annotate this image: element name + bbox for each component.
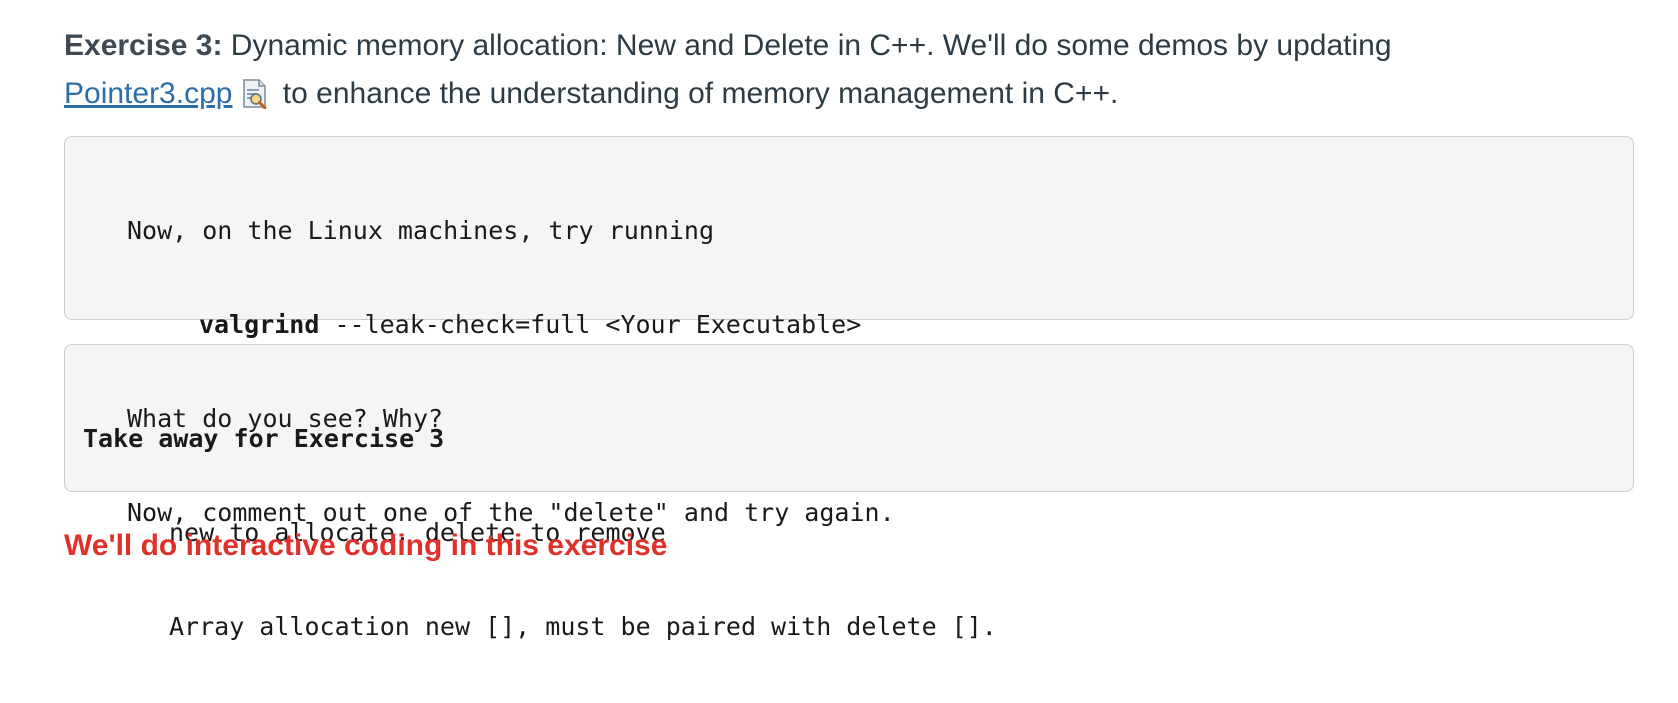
interactive-coding-note: We'll do interactive coding in this exer… (64, 529, 668, 562)
valgrind-args: --leak-check=full <Your Executable> (319, 310, 862, 339)
exercise-section: Exercise 3: Dynamic memory allocation: N… (64, 22, 1634, 641)
code-line-2: valgrind --leak-check=full <Your Executa… (127, 307, 1633, 343)
takeaway-line-2: Array allocation new [], must be paired … (169, 612, 997, 641)
exercise-description: Dynamic memory allocation: New and Delet… (222, 29, 1392, 62)
valgrind-instructions-block: Now, on the Linux machines, try running … (64, 136, 1634, 527)
document-preview-icon[interactable] (242, 76, 268, 110)
exercise-label: Exercise 3: (64, 29, 223, 62)
code-line-1: Now, on the Linux machines, try running (127, 216, 714, 245)
exercise-intro: Exercise 3: Dynamic memory allocation: N… (64, 22, 1634, 118)
valgrind-command: valgrind (199, 310, 320, 339)
pointer3-file-link[interactable]: Pointer3.cpp (64, 77, 233, 110)
code-line-4: Now, comment out one of the "delete" and… (127, 498, 895, 527)
takeaway-title: Take away for Exercise 3 (83, 424, 445, 453)
exercise-description-cont: to enhance the understanding of memory m… (274, 77, 1119, 110)
